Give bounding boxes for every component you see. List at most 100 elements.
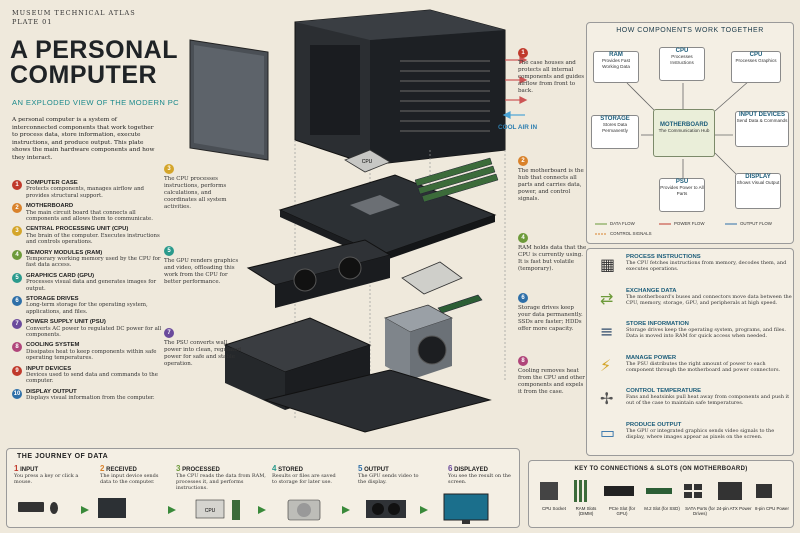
diagram-motherboard-box: MOTHERBOARD The Communication Hub <box>653 109 715 157</box>
diagram-ram-desc: Provides Fast Working Data <box>601 58 631 69</box>
diagram-cpu-title: CPU <box>675 48 689 54</box>
component-desc: Processes visual data and generates imag… <box>26 279 157 292</box>
journey-step-num: 6 <box>448 464 453 473</box>
journey-panel: THE JOURNEY OF DATA <box>6 448 520 528</box>
diagram-psu-title: PSU <box>675 179 689 185</box>
how-components-work-panel: HOW COMPONENTS WORK TOGETHER RAM Provide… <box>586 22 794 244</box>
callout-case: 1 The case houses and protects all inter… <box>518 48 588 95</box>
component-desc: Converts AC power to regulated DC power … <box>26 325 162 338</box>
page-title: A PERSONAL COMPUTER <box>10 38 178 88</box>
diagram-gpu-box: CPU Processes Graphics <box>731 51 781 83</box>
component-name: COMPUTER CASE <box>26 180 78 186</box>
diagram-storage-desc: Stores Data Permanently <box>602 122 628 133</box>
legend-output-flow: OUTPUT FLOW <box>740 221 772 226</box>
diagram-motherboard-title: MOTHERBOARD <box>660 122 708 128</box>
title-line-2: COMPUTER <box>10 61 158 89</box>
function-desc: Storage drives keep the operating system… <box>626 327 786 339</box>
diagram-gpu-title: CPU <box>749 52 763 58</box>
callout-6-text: Storage drives keep your data permanentl… <box>518 305 583 332</box>
case-tray <box>263 369 492 433</box>
diagram-ram-title: RAM <box>609 52 623 58</box>
function-title: CONTROL TEMPERATURE <box>626 388 702 394</box>
journey-step-desc: The GPU sends video to the display. <box>358 473 419 485</box>
journey-step-desc: The input device sends data to the compu… <box>100 473 159 485</box>
journey-illustrations: CPU <box>18 493 489 524</box>
function-title: PROCESS INSTRUCTIONS <box>626 254 701 260</box>
atx-power-icon <box>718 482 742 500</box>
component-name: CENTRAL PROCESSING UNIT (CPU) <box>26 226 129 233</box>
journey-step-num: 1 <box>14 464 19 473</box>
keyboard-icon <box>18 502 44 512</box>
cpu-chip-label: CPU <box>362 159 373 165</box>
component-num: 8 <box>12 342 22 353</box>
journey-step-desc: Results or files are saved to storage fo… <box>272 473 336 485</box>
slot-label: RAM Slots (DIMM) <box>575 506 597 517</box>
page-subtitle: AN EXPLODED VIEW OF THE MODERN PC <box>12 98 180 107</box>
diagram-input-desc: Send Data & Commands <box>736 118 788 123</box>
diagram-psu-desc: Provides Power to All Parts <box>660 185 704 196</box>
component-num: 4 <box>12 249 22 260</box>
diagram-display-desc: Shows Visual Output <box>736 180 780 185</box>
callout-cooling: 8 Cooling removes heat from the CPU and … <box>518 356 588 396</box>
function-icon: ▭ <box>600 422 616 442</box>
ram-slot-icon <box>574 480 587 502</box>
diagram-display-title: DISPLAY <box>745 174 771 180</box>
diagram-cpu-box: CPU Processes Instructions <box>659 47 705 81</box>
storage-m2 <box>437 294 483 314</box>
component-name: MOTHERBOARD <box>26 203 74 210</box>
component-desc: Long-term storage for the operating syst… <box>26 302 148 315</box>
function-icon: ▦ <box>600 255 616 274</box>
callout-4-num: 4 <box>518 233 528 243</box>
component-name: STORAGE DRIVES <box>26 296 79 302</box>
slot-label: CPU Socket <box>542 506 566 511</box>
functions-panel <box>586 248 794 456</box>
callout-7-num: 7 <box>164 328 174 338</box>
journey-step-name: RECEIVED <box>106 467 137 473</box>
function-title: MANAGE POWER <box>626 354 677 361</box>
function-icon: ⚡ <box>600 355 612 375</box>
legend-data-flow: DATA FLOW <box>610 221 635 226</box>
slot-label: PCIe Slot (for GPU) <box>608 506 636 517</box>
pcie-slot-icon <box>604 486 634 496</box>
sata-ports-icon <box>684 484 702 498</box>
callout-5-text: The GPU renders graphics and video, offl… <box>164 258 239 285</box>
component-desc: Temporary working memory used by the CPU… <box>26 256 161 269</box>
slot-label: 8-pin CPU Power <box>755 506 789 511</box>
journey-step-num: 5 <box>358 464 363 473</box>
journey-step-desc: The CPU reads the data from RAM, process… <box>176 473 266 491</box>
slot-label: SATA Ports (for Drives) <box>685 506 715 517</box>
callout-7-text: The PSU converts wall power into clean, … <box>164 340 242 367</box>
function-desc: The PSU distributes the right amount of … <box>626 360 781 373</box>
callout-cpu: 3 The CPU processes instructions, perfor… <box>164 164 244 211</box>
component-num: 9 <box>12 365 22 376</box>
plate-label: MUSEUM TECHNICAL ATLAS PLATE 01 <box>12 9 136 27</box>
component-name: DISPLAY OUTPUT <box>26 388 77 395</box>
journey-step-desc: You press a key or click a mouse. <box>14 473 79 485</box>
legend-control-signals: CONTROL SIGNALS <box>610 231 652 236</box>
slot-label: 24-pin ATX Power <box>716 506 752 511</box>
cool-air-label: COOL AIR IN <box>498 124 538 131</box>
component-name: INPUT DEVICES <box>26 365 72 372</box>
cpu-icon-label: CPU <box>205 508 216 514</box>
slots-illustrations <box>540 480 772 502</box>
function-title: EXCHANGE DATA <box>626 287 677 294</box>
diagram-gpu-desc: Processes Graphics <box>735 58 777 63</box>
callout-1-text: The case houses and protects all interna… <box>518 60 585 94</box>
journey-step-name: PROCESSED <box>182 467 220 473</box>
component-num: 10 <box>12 388 22 399</box>
component-num: 6 <box>12 296 22 306</box>
diagram-motherboard-desc: The Communication Hub <box>658 128 710 133</box>
